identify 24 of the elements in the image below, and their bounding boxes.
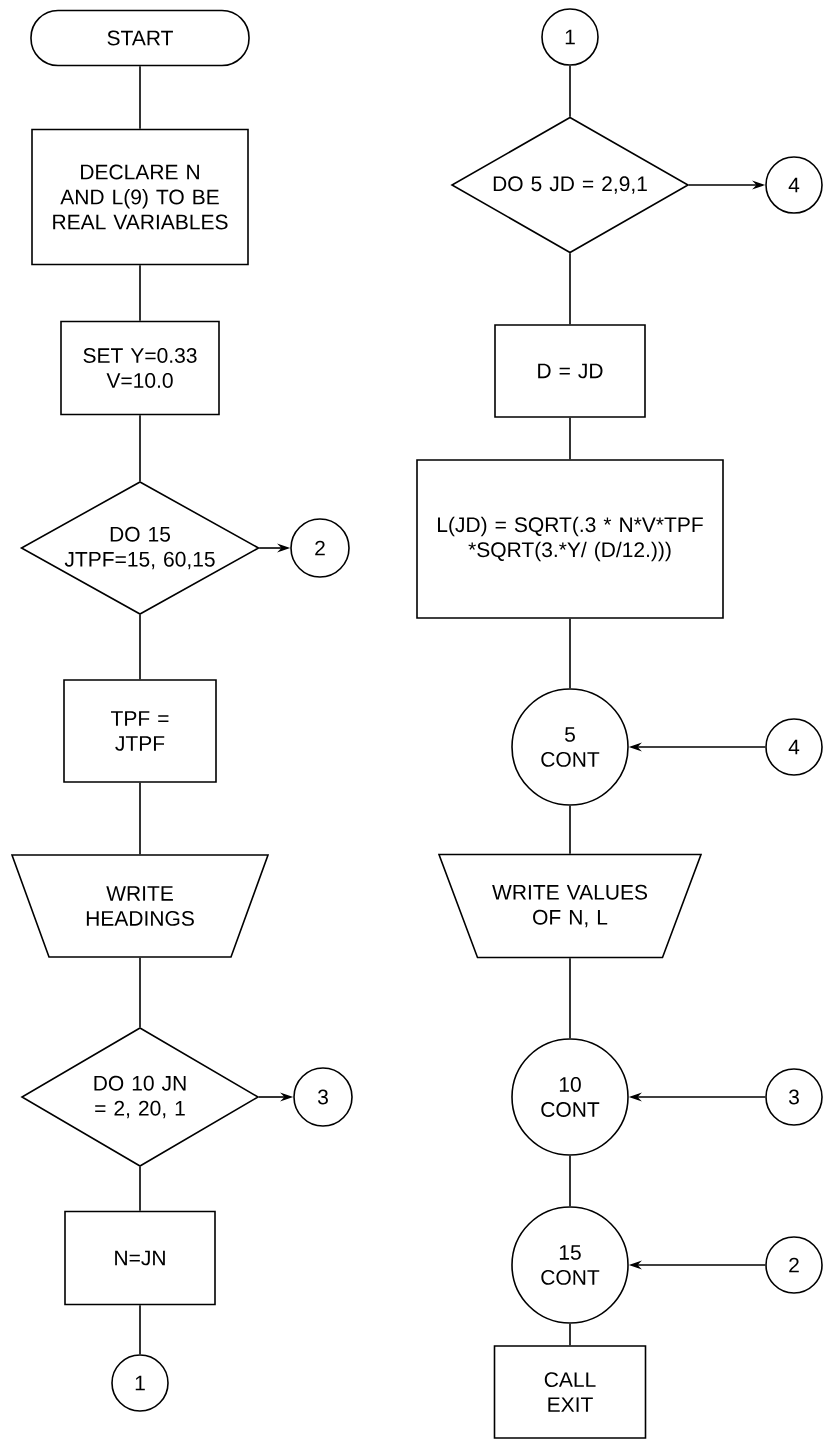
flow-line (139, 957, 141, 1028)
flow-line (139, 1166, 141, 1212)
flow-line (569, 805, 571, 855)
flow-line (569, 417, 571, 460)
flow-line (569, 1155, 571, 1207)
flow-line (139, 614, 141, 680)
flow-line (139, 264, 141, 322)
process-box: D = JD (494, 324, 646, 418)
flow-line (569, 1323, 571, 1346)
flow-line (569, 618, 571, 689)
process-box: CALL EXIT (493, 1345, 647, 1439)
process-box: L(JD) = SQRT(.3 * N*V*TPF *SQRT(3.*Y/ (D/12.))) (416, 459, 724, 619)
process-box: SET Y=0.33 V=10.0 (60, 320, 220, 416)
flow-line (139, 65, 141, 130)
flow-line (139, 414, 141, 482)
flow-line (569, 65, 571, 118)
process-box: DECLARE N AND L(9) TO BE REAL VARIABLES (31, 128, 249, 266)
terminal-box: START (30, 9, 250, 67)
process-box: TPF = JTPF (63, 679, 217, 783)
flow-line (569, 957, 571, 1039)
process-box: N=JN (64, 1210, 216, 1306)
flow-line (569, 252, 571, 325)
flow-line (139, 1304, 141, 1355)
flow-line (139, 782, 141, 855)
